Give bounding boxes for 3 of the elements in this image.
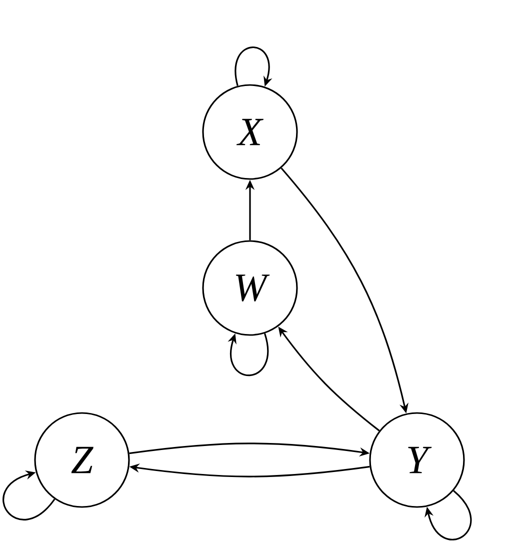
loop-arrow [2, 470, 56, 520]
loop-arrow [228, 333, 268, 376]
loop-arrow [424, 490, 472, 540]
